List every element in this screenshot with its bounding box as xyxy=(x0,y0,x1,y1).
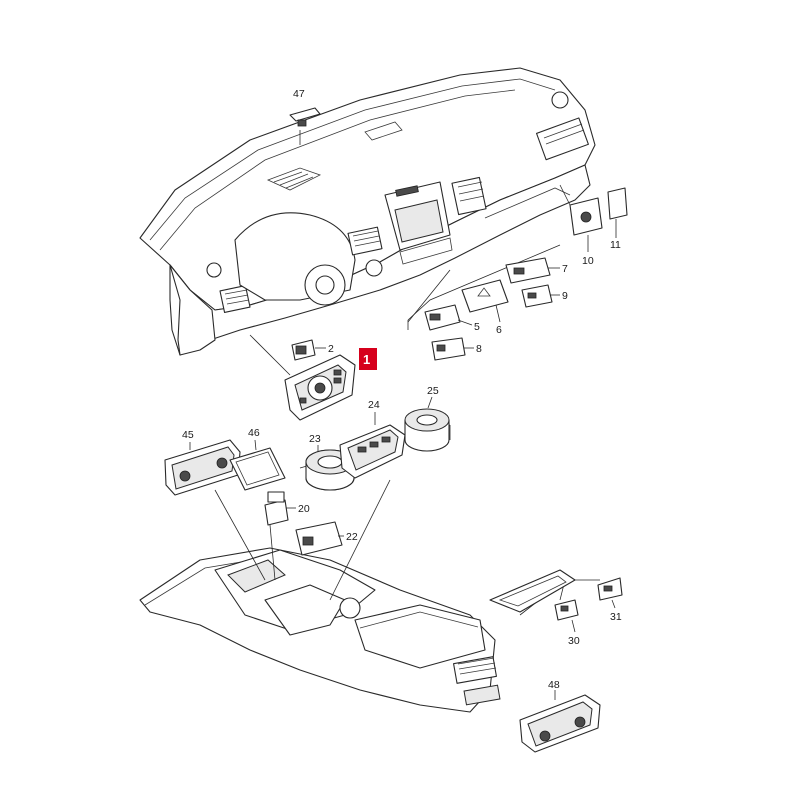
part-48-rear-climate-panel[interactable] xyxy=(519,690,601,753)
part-47-sensor[interactable] xyxy=(289,107,321,127)
callout-10: 10 xyxy=(582,255,594,267)
callout-1: 1 xyxy=(363,352,370,367)
callout-5: 5 xyxy=(474,321,480,333)
part-7-switch[interactable] xyxy=(505,257,560,284)
callout-20: 20 xyxy=(298,503,310,515)
callout-2: 2 xyxy=(328,343,334,355)
part-5-switch[interactable] xyxy=(424,304,473,331)
part-24-control-panel[interactable] xyxy=(339,412,406,479)
part-1-light-switch[interactable] xyxy=(284,354,356,421)
callout-46: 46 xyxy=(248,427,260,439)
part-10-switch[interactable] xyxy=(569,197,603,252)
callout-22: 22 xyxy=(346,531,358,543)
callout-45: 45 xyxy=(182,429,194,441)
dashboard-assembly xyxy=(139,67,596,356)
part-31-switch[interactable] xyxy=(597,577,623,609)
part-45-climate-panel[interactable] xyxy=(164,439,241,496)
callout-1-highlight xyxy=(359,348,377,370)
part-11-cover[interactable] xyxy=(607,187,628,238)
part-30-31-bezel[interactable] xyxy=(489,569,576,613)
callout-9: 9 xyxy=(562,290,568,302)
part-30-switch[interactable] xyxy=(554,599,579,633)
part-2-switch[interactable] xyxy=(291,339,326,361)
callout-48: 48 xyxy=(548,679,560,691)
callout-47: 47 xyxy=(293,88,305,100)
part-20-switch[interactable] xyxy=(264,491,296,526)
part-8-switch[interactable] xyxy=(431,337,474,361)
center-console-assembly xyxy=(139,547,501,713)
callout-7: 7 xyxy=(562,263,568,275)
callout-31: 31 xyxy=(610,611,622,623)
part-46-frame[interactable] xyxy=(229,439,286,491)
callout-11: 11 xyxy=(610,239,621,251)
callout-23: 23 xyxy=(309,433,321,445)
part-9-switch[interactable] xyxy=(521,284,560,308)
callout-25: 25 xyxy=(427,385,439,397)
callout-8: 8 xyxy=(476,343,482,355)
part-25-knob[interactable] xyxy=(404,396,450,452)
part-6-hazard-switch[interactable] xyxy=(461,279,509,323)
callout-6: 6 xyxy=(496,324,502,336)
callout-labels: 1 2 5 6 7 8 9 10 11 20 22 23 24 25 30 31… xyxy=(182,88,622,691)
callout-24: 24 xyxy=(368,399,380,411)
callout-30: 30 xyxy=(568,635,580,647)
part-22-switch-block[interactable] xyxy=(295,521,344,556)
